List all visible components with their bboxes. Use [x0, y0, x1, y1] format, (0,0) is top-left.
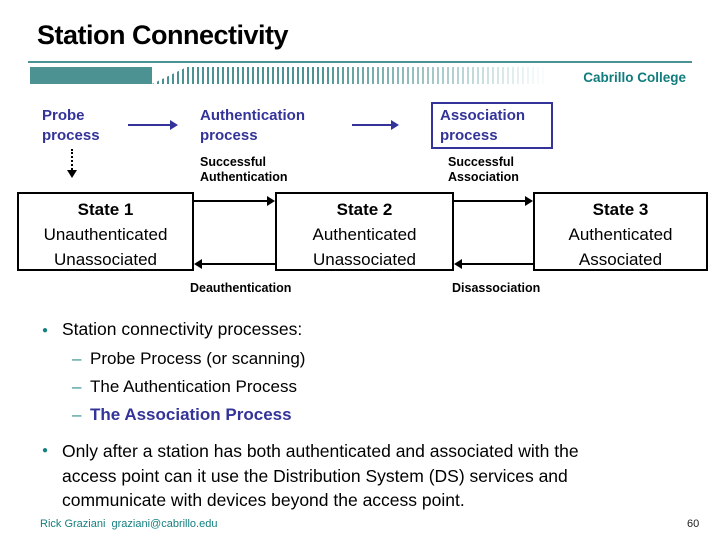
bullet-text-1: Station connectivity processes: [62, 319, 303, 339]
deauthentication-label: Deauthentication [190, 281, 292, 295]
arrow-head [267, 196, 275, 206]
arrow-shaft [352, 124, 392, 126]
header-divider-bar [30, 67, 562, 84]
arrow-state2-to-state1 [194, 258, 275, 270]
arrow-head [525, 196, 533, 206]
state-box-1: State 1 Unauthenticated Unassociated [17, 192, 194, 271]
state-title: State 1 [77, 200, 134, 219]
arrow-shaft [71, 149, 73, 170]
arrow-head [194, 259, 202, 269]
arrow-head [170, 120, 178, 130]
bullet-icon: ● [42, 445, 49, 456]
bullet-icon: ● [42, 325, 49, 336]
probe-dotted-arrow [66, 149, 78, 181]
arrow-shaft [194, 200, 268, 202]
arrow-auth-to-assoc [352, 119, 399, 131]
dash-icon: – [72, 349, 82, 368]
arrow-head [67, 170, 77, 178]
arrow-shaft [201, 263, 275, 265]
sub-bullet-3: The Association Process [90, 405, 292, 424]
state-line: Unassociated [312, 250, 416, 269]
brand-text: Cabrillo College [583, 70, 686, 85]
sub-bullet-2: The Authentication Process [90, 377, 297, 396]
arrow-head [454, 259, 462, 269]
arrow-state3-to-state2 [454, 258, 533, 270]
arrow-shaft [461, 263, 533, 265]
disassociation-label: Disassociation [452, 281, 541, 295]
state-title: State 3 [592, 200, 649, 219]
arrow-state2-to-state3 [454, 195, 533, 207]
arrow-head [391, 120, 399, 130]
divider-solid-block [30, 67, 152, 84]
sub-bullet-1: Probe Process (or scanning) [90, 349, 306, 368]
state-line: Authenticated [568, 225, 673, 244]
state-line: Unassociated [53, 250, 157, 269]
state-line: Unauthenticated [43, 225, 168, 244]
page-number: 60 [687, 518, 700, 530]
successful-association-label: Successful Association [448, 155, 519, 184]
state-box-2: State 2 Authenticated Unassociated [275, 192, 454, 271]
association-process-box: Association process [431, 102, 553, 149]
successful-authentication-label: Successful Authentication [200, 155, 288, 184]
authentication-process-label: Authentication process [200, 107, 305, 144]
association-process-label: Association process [440, 107, 526, 144]
arrow-state1-to-state2 [194, 195, 275, 207]
dash-icon: – [72, 405, 82, 424]
footer-author: Rick Graziani graziani@cabrillo.edu [40, 518, 218, 530]
state-line: Authenticated [312, 225, 417, 244]
probe-process-label: Probe process [42, 107, 100, 144]
state-line: Associated [578, 250, 663, 269]
arrow-probe-to-auth [128, 119, 178, 131]
divider-topline [28, 61, 692, 63]
arrow-shaft [128, 124, 171, 126]
dash-icon: – [72, 377, 82, 396]
state-title: State 2 [336, 200, 393, 219]
page-title: Station Connectivity [37, 20, 289, 50]
state-box-3: State 3 Authenticated Associated [533, 192, 708, 271]
divider-fade [152, 67, 562, 84]
arrow-shaft [454, 200, 526, 202]
bullet-text-2: Only after a station has both authentica… [62, 441, 579, 510]
